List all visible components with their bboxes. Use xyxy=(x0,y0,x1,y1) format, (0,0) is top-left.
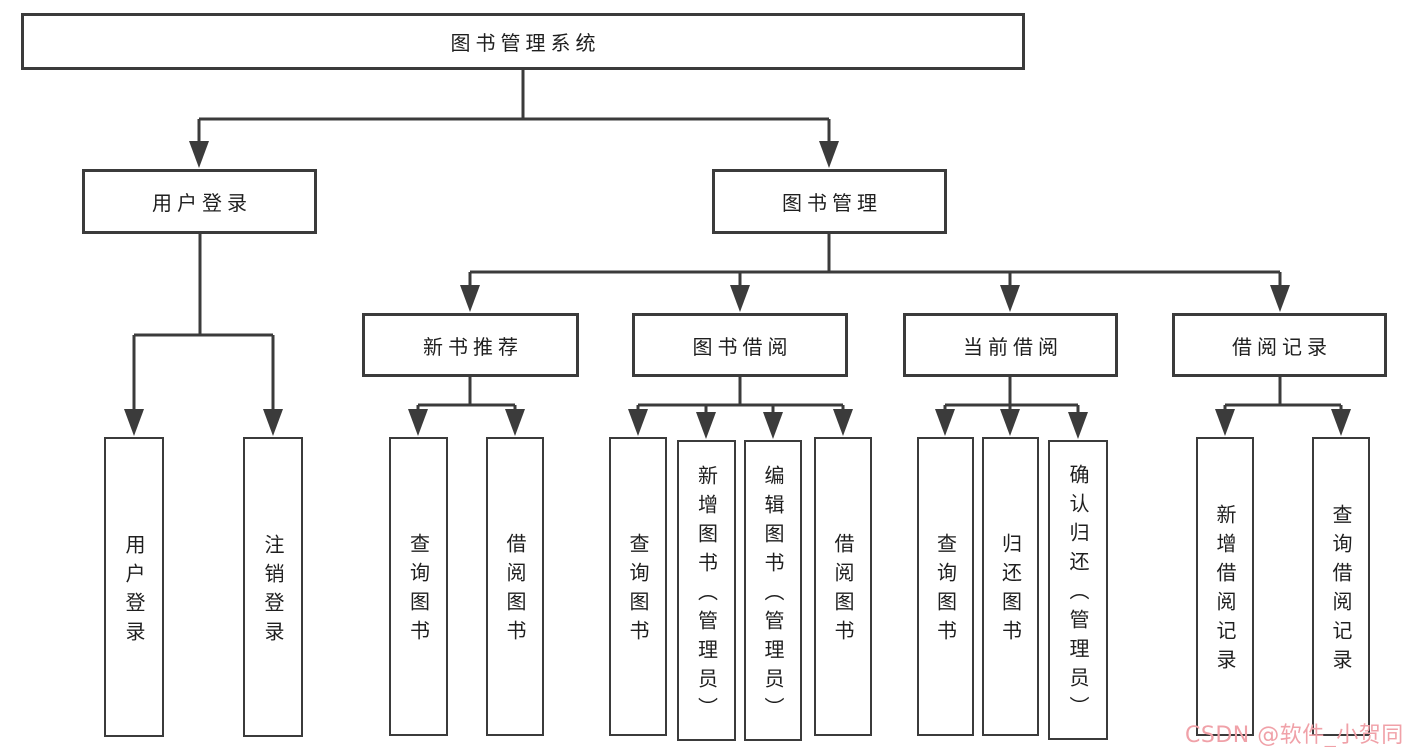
arrow-down-icon xyxy=(460,285,480,312)
arrow-down-icon xyxy=(124,409,144,436)
leaf-confirm-return-admin-label: 确认归还（管理员） xyxy=(1066,464,1090,725)
leaf-current-query-books-label: 查询图书 xyxy=(933,533,958,649)
leaf-recommend-query-books: 查询图书 xyxy=(389,437,448,736)
node-new-book-recommend: 新书推荐 xyxy=(362,313,579,377)
leaf-borrow-borrow-books: 借阅图书 xyxy=(814,437,872,736)
node-borrow-record: 借阅记录 xyxy=(1172,313,1387,377)
node-borrow-record-label: 借阅记录 xyxy=(1232,334,1332,359)
arrow-down-icon xyxy=(833,409,853,436)
leaf-query-borrow-record-label: 查询借阅记录 xyxy=(1329,504,1353,678)
arrow-down-icon xyxy=(819,141,839,168)
node-book-borrow-label: 图书借阅 xyxy=(692,334,793,359)
arrow-down-icon xyxy=(1215,409,1235,436)
arrow-down-icon xyxy=(408,409,428,436)
leaf-recommend-borrow-books: 借阅图书 xyxy=(486,437,544,736)
arrow-down-icon xyxy=(628,409,648,436)
arrow-down-icon xyxy=(1000,285,1020,312)
leaf-return-books-label: 归还图书 xyxy=(998,533,1023,649)
arrow-down-icon xyxy=(189,141,209,168)
arrow-down-icon xyxy=(935,409,955,436)
leaf-add-books-admin-label: 新增图书（管理员） xyxy=(694,464,719,726)
connector-userlogin-to-leaves xyxy=(132,234,275,431)
leaf-edit-books-admin: 编辑图书（管理员） xyxy=(744,440,802,741)
leaf-user-login-label: 用户登录 xyxy=(122,533,146,650)
arrowheads xyxy=(124,141,1351,439)
node-user-login-label: 用户登录 xyxy=(152,191,252,215)
leaf-add-books-admin: 新增图书（管理员） xyxy=(677,440,736,741)
leaf-return-books: 归还图书 xyxy=(982,437,1039,736)
node-book-management: 图书管理 xyxy=(712,169,947,234)
leaf-borrow-query-books-label: 查询图书 xyxy=(626,533,650,649)
node-root-library-system: 图书管理系统 xyxy=(21,13,1025,70)
leaf-current-query-books: 查询图书 xyxy=(917,437,974,736)
leaf-recommend-query-books-label: 查询图书 xyxy=(406,533,431,649)
leaf-recommend-borrow-books-label: 借阅图书 xyxy=(503,533,527,649)
connector-bookmgmt-to-level3 xyxy=(468,234,1282,307)
node-current-borrow-label: 当前借阅 xyxy=(963,334,1063,359)
csdn-watermark: CSDN @软件_小贺同学 xyxy=(1185,723,1405,747)
leaf-borrow-borrow-books-label: 借阅图书 xyxy=(831,533,855,649)
connector-newbook-to-leaves xyxy=(416,377,517,431)
arrow-down-icon xyxy=(1068,412,1088,439)
leaf-edit-books-admin-label: 编辑图书（管理员） xyxy=(761,464,785,726)
arrow-down-icon xyxy=(1000,409,1020,436)
leaf-confirm-return-admin: 确认归还（管理员） xyxy=(1048,440,1108,740)
leaf-borrow-query-books: 查询图书 xyxy=(609,437,667,736)
connector-bookborrow-to-leaves xyxy=(636,377,845,434)
leaf-user-login: 用户登录 xyxy=(104,437,164,737)
node-new-book-recommend-label: 新书推荐 xyxy=(423,334,523,359)
node-book-borrow: 图书借阅 xyxy=(632,313,848,377)
arrow-down-icon xyxy=(763,412,783,439)
node-root-label: 图书管理系统 xyxy=(450,31,601,55)
leaf-add-borrow-record: 新增借阅记录 xyxy=(1196,437,1254,736)
arrow-down-icon xyxy=(263,409,283,436)
leaf-query-borrow-record: 查询借阅记录 xyxy=(1312,437,1370,736)
arrow-down-icon xyxy=(1270,285,1290,312)
node-user-login: 用户登录 xyxy=(82,169,317,234)
leaf-logout-login: 注销登录 xyxy=(243,437,303,737)
connector-borrowrecord-to-leaves xyxy=(1223,377,1343,431)
arrow-down-icon xyxy=(730,285,750,312)
leaf-logout-login-label: 注销登录 xyxy=(261,533,285,650)
node-current-borrow: 当前借阅 xyxy=(903,313,1118,377)
connector-root-to-level2 xyxy=(197,70,831,163)
arrow-down-icon xyxy=(505,409,525,436)
node-book-management-label: 图书管理 xyxy=(782,191,882,215)
arrow-down-icon xyxy=(696,412,716,439)
arrow-down-icon xyxy=(1331,409,1351,436)
leaf-add-borrow-record-label: 新增借阅记录 xyxy=(1213,504,1237,678)
